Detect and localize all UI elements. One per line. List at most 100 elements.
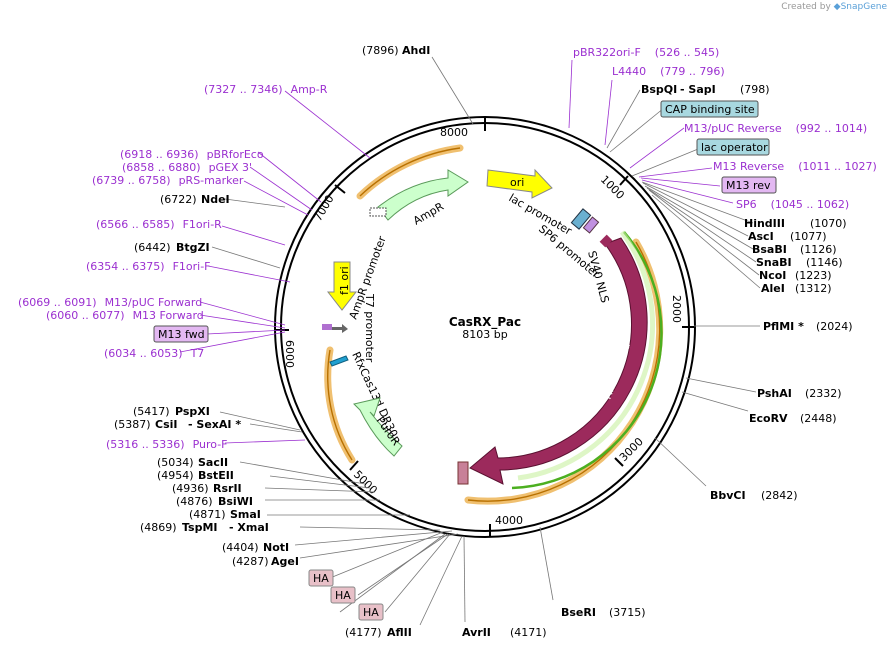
f1-ori-label: f1 ori (338, 266, 351, 295)
enzyme-csii-pos: (5387) (114, 418, 151, 431)
enzymes-left: (4177) AflII (4287) AgeI (4404) NotI (48… (114, 193, 412, 639)
ampr-arrow (377, 169, 469, 221)
dr30-marker (329, 355, 349, 367)
credit: Created by ◆SnapGene (781, 2, 887, 12)
enzyme-sapi-name: - SapI (680, 83, 716, 96)
enzymes-right: (7896) AhdI BspQI - SapI (798) HindIII (… (362, 44, 853, 639)
enzyme-asci-pos: (1077) (790, 230, 827, 243)
enzyme-tspmi-pos: (4869) (140, 521, 177, 534)
box-m13-rev (721, 176, 777, 194)
enzyme-bspqi-pos: (798) (740, 83, 770, 96)
primer-amp-r: (7327 .. 7346)Amp-R (204, 83, 328, 96)
ha-blocks (457, 461, 469, 485)
tick-2000: 2000 (670, 295, 683, 323)
box-ha-1 (308, 569, 334, 587)
primer-f1ori-f: (6354 .. 6375)F1ori-F (86, 260, 211, 273)
enzyme-sacii-pos: (5034) (157, 456, 194, 469)
enzyme-ahdi-name: AhdI (402, 44, 430, 57)
enzyme-xmai-name: - XmaI (229, 521, 269, 534)
enzyme-csii-name: CsiI (155, 418, 177, 431)
enzyme-pflmi-pos: (2024) (816, 320, 853, 333)
box-cap-binding-site (660, 100, 759, 118)
ampr-promoter-arrow (369, 207, 387, 217)
enzyme-avrii-pos: (4171) (510, 626, 547, 639)
primer-puro-f: (5316 .. 5336)Puro-F (106, 438, 228, 451)
primer-sp6: SP6(1045 .. 1062) (736, 198, 849, 211)
primer-pbr322ori-f: pBR322ori-F(526 .. 545) (573, 46, 719, 59)
enzyme-sexai-name: - SexAI * (188, 418, 241, 431)
green-arcs (511, 230, 663, 490)
enzyme-bsabi-pos: (1126) (800, 243, 837, 256)
small-blocks-top (570, 208, 613, 248)
box-ha-3 (358, 603, 384, 621)
enzyme-hindiii-name: HindIII (744, 217, 785, 230)
enzyme-btgzi-name: BtgZI (176, 241, 210, 254)
primer-f1ori-r: (6566 .. 6585)F1ori-R (96, 218, 222, 231)
box-lac-operator-label: lac operator (701, 141, 768, 154)
enzyme-agei-pos: (4287) (232, 555, 269, 568)
enzyme-tspmi-name: TspMI (182, 521, 218, 534)
enzyme-bsiwi-pos: (4876) (176, 495, 213, 508)
enzyme-aflii-pos: (4177) (345, 626, 382, 639)
ampr-label: AmpR (411, 200, 446, 228)
enzyme-bsteii-pos: (4954) (157, 469, 194, 482)
primer-pbrforeco: (6918 .. 6936)pBRforEco (120, 148, 264, 161)
box-lac-operator (696, 138, 770, 156)
enzyme-bsiwi-name: BsiWI (218, 495, 253, 508)
box-ha-1-label: HA (313, 572, 329, 585)
enzyme-pspxi-name: PspXI (175, 405, 210, 418)
plasmid-size: 8103 bp (462, 328, 507, 341)
box-cap-binding-site-label: CAP binding site (665, 103, 755, 116)
enzyme-sacii-name: SacII (198, 456, 228, 469)
primer-leaders (179, 59, 734, 444)
primer-m13-reverse: M13 Reverse(1011 .. 1027) (713, 160, 877, 173)
puror-arrow (353, 397, 403, 457)
enzyme-bspqi-name: BspQI (641, 83, 677, 96)
leader-lines (211, 56, 761, 626)
box-m13-fwd (153, 325, 209, 343)
ori-label: ori (510, 176, 524, 189)
enzyme-snabi-name: SnaBI (756, 256, 792, 269)
tick-6000: 6000 (283, 340, 296, 368)
enzyme-bsabi-name: BsaBI (752, 243, 787, 256)
enzyme-smai-name: SmaI (230, 508, 261, 521)
enzyme-snabi-pos: (1146) (806, 256, 843, 269)
enzyme-bsteii-name: BstEII (198, 469, 234, 482)
enzyme-bbvci-name: BbvCI (710, 489, 746, 502)
ori-arrow (486, 168, 553, 199)
enzyme-ncoi-name: NcoI (759, 269, 786, 282)
rfxcas13d-arrow (469, 237, 648, 485)
enzyme-smai-pos: (4871) (189, 508, 226, 521)
enzyme-ncoi-pos: (1223) (795, 269, 832, 282)
primer-l4440: L4440(779 .. 796) (612, 65, 725, 78)
enzyme-bseri-name: BseRI (561, 606, 596, 619)
box-m13-rev-label: M13 rev (726, 179, 771, 192)
enzyme-noti-pos: (4404) (222, 541, 259, 554)
primer-pgex-3: (6858 .. 6880)pGEX 3' (122, 161, 252, 174)
primer-m13-puc-reverse: M13/pUC Reverse(992 .. 1014) (684, 122, 867, 135)
enzyme-ahdi-pos: (7896) (362, 44, 399, 57)
enzyme-alei-name: AleI (761, 282, 785, 295)
box-ha-3-label: HA (363, 606, 379, 619)
t7-promoter-arrow (322, 324, 348, 333)
credit-brand: SnapGene (840, 2, 887, 12)
sv40-nls-label: SV40 NLS (585, 249, 611, 304)
enzyme-alei-pos: (1312) (795, 282, 832, 295)
enzyme-asci-name: AscI (748, 230, 774, 243)
primer-prs-marker: (6739 .. 6758)pRS-marker (92, 174, 244, 187)
enzyme-hindiii-pos: (1070) (810, 217, 847, 230)
snapgene-logo-icon: ◆ (833, 2, 841, 12)
box-ha-2 (330, 586, 356, 604)
enzyme-pshai-name: PshAI (757, 387, 792, 400)
box-ha-2-label: HA (335, 589, 351, 602)
enzyme-pspxi-pos: (5417) (133, 405, 170, 418)
enzyme-agei-name: AgeI (271, 555, 299, 568)
primer-t7: (6034 .. 6053)T7 (104, 347, 204, 360)
enzyme-pshai-pos: (2332) (805, 387, 842, 400)
plasmid-name: CasRX_Pac (449, 315, 521, 330)
enzyme-ndei-pos: (6722) (160, 193, 197, 206)
box-m13-fwd-label: M13 fwd (158, 328, 205, 341)
primer-m13-puc-forward: (6069 .. 6091)M13/pUC Forward (18, 296, 202, 309)
enzyme-ndei-name: NdeI (201, 193, 230, 206)
